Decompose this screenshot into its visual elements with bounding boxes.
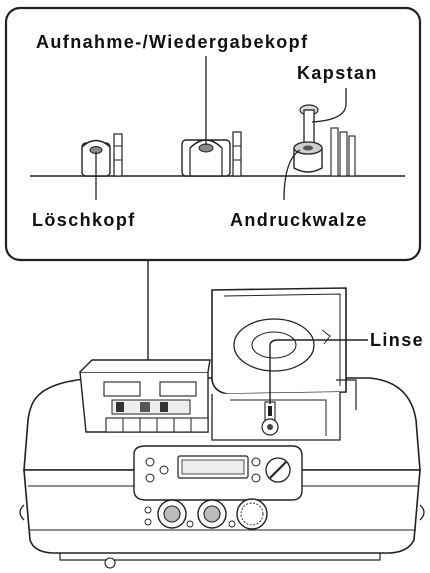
- label-record-playback-head: Aufnahme-/Wiedergabekopf: [36, 32, 308, 52]
- boombox-illustration: [20, 288, 424, 568]
- label-pinch-roller: Andruckwalze: [230, 210, 368, 230]
- label-capstan: Kapstan: [297, 63, 378, 83]
- label-lens: Linse: [370, 330, 424, 350]
- label-erase-head: Löschkopf: [32, 210, 136, 230]
